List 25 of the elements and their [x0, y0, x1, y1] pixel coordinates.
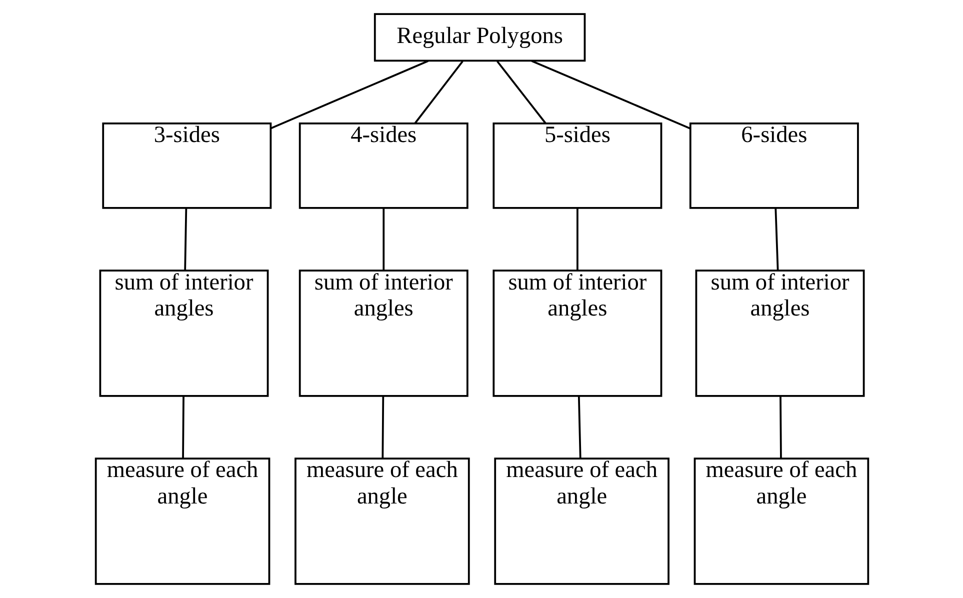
connector: [381, 396, 384, 458]
node-box: 6-sides: [688, 122, 858, 209]
connector: [576, 208, 578, 270]
connector: [182, 396, 184, 458]
node-box: sum of interior angles: [98, 270, 268, 397]
connector: [530, 60, 690, 130]
node-box: measure of each angle: [494, 458, 669, 585]
node-box: 5-sides: [492, 122, 662, 209]
node-box: sum of interior angles: [298, 270, 468, 397]
connector: [270, 60, 428, 130]
connector: [774, 208, 778, 270]
node-box: sum of interior angles: [694, 270, 864, 397]
node-box: 4-sides: [298, 122, 468, 209]
connector: [414, 60, 463, 124]
connector: [496, 60, 546, 124]
connector: [382, 208, 384, 270]
connector: [577, 396, 581, 458]
node-box: measure of each angle: [94, 458, 270, 585]
node-box: measure of each angle: [693, 458, 869, 585]
node-box: 3-sides: [102, 122, 272, 209]
node-box: measure of each angle: [294, 458, 470, 585]
connector: [779, 396, 782, 458]
node-box: sum of interior angles: [492, 270, 662, 397]
node-box: Regular Polygons: [373, 13, 586, 62]
connector: [184, 208, 187, 270]
